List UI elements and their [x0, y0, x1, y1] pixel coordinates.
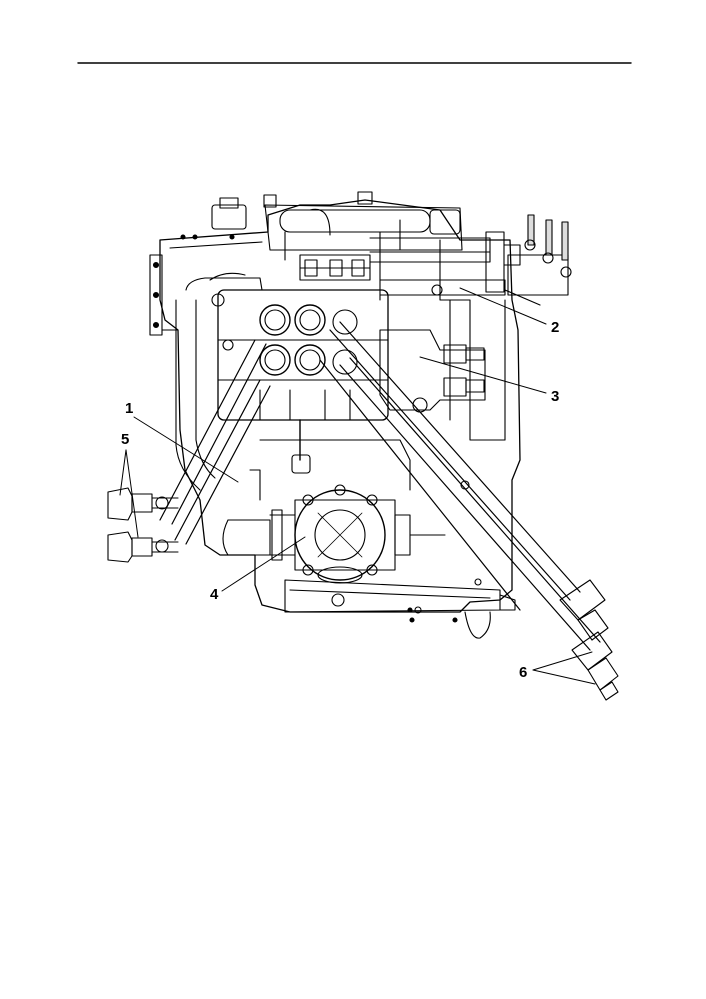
- leader-6a: [532, 651, 593, 671]
- left-hose-fittings: [107, 487, 179, 563]
- callout-4: 4: [210, 586, 219, 603]
- control-rod-housing: [369, 214, 572, 306]
- control-valve: [211, 289, 389, 474]
- leader-lines: [119, 287, 596, 685]
- side-cover: [149, 254, 179, 336]
- leader-1: [133, 416, 239, 483]
- leader-5b: [125, 449, 139, 538]
- top-boss: [180, 191, 373, 240]
- right-hose-ends: [559, 579, 619, 701]
- leader-3: [419, 356, 547, 394]
- hydraulic-pipes: [159, 321, 601, 651]
- callout-3: 3: [551, 388, 560, 405]
- housing-bolts: [407, 284, 482, 614]
- leader-4: [221, 536, 306, 592]
- leader-5a: [119, 449, 127, 496]
- callout-6: 6: [519, 664, 528, 681]
- lever-arm: [284, 579, 516, 639]
- leader-6b: [532, 669, 596, 685]
- leader-2: [459, 287, 547, 325]
- callout-5: 5: [121, 431, 130, 448]
- callout-2: 2: [551, 319, 560, 336]
- upper-manifold: [264, 204, 463, 301]
- callout-1: 1: [125, 400, 134, 417]
